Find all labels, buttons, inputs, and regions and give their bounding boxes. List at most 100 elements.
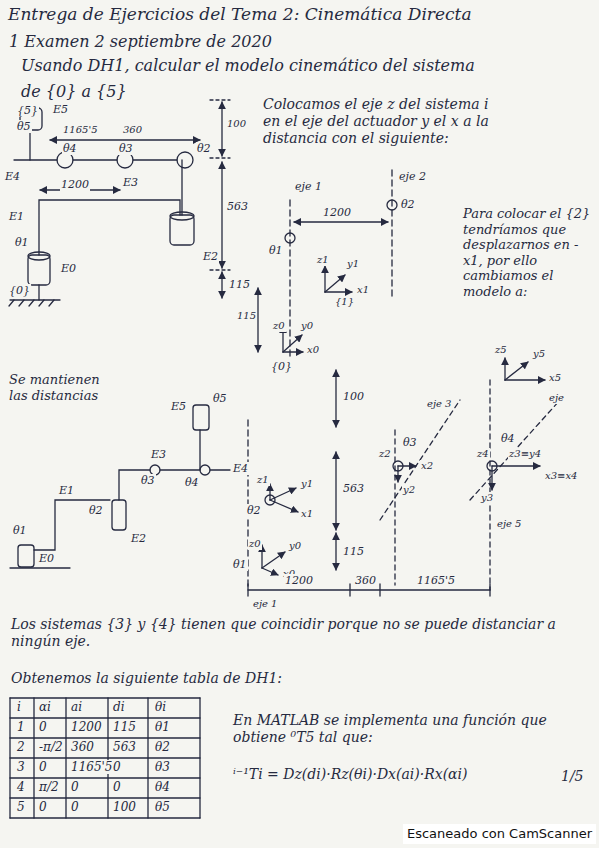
- table-cell: 0: [38, 720, 48, 734]
- handwritten-label: θ1: [268, 244, 284, 257]
- handwritten-label: eje 3: [426, 398, 452, 410]
- frames-sketch-1: [258, 170, 397, 360]
- handwritten-label: θ3: [402, 436, 418, 449]
- handwritten-label: E2: [130, 532, 147, 545]
- handwritten-label: E1: [8, 210, 25, 223]
- handwritten-label: y0: [300, 320, 314, 332]
- table-cell: 0: [38, 800, 48, 814]
- handwritten-label: eje 1: [252, 598, 278, 610]
- handwritten-label: y5: [532, 348, 546, 360]
- handwritten-label: x3≡x4: [544, 470, 578, 482]
- table-cell: 1165'5: [70, 760, 113, 774]
- page-title: Entrega de Ejercicios del Tema 2: Cinemá…: [8, 4, 472, 24]
- handwritten-label: z0: [272, 320, 286, 332]
- handwritten-label: y2: [402, 484, 416, 496]
- handwritten-label: E3: [150, 448, 167, 461]
- handwritten-label: z3≡y4: [508, 448, 542, 460]
- table-cell: 0: [38, 760, 48, 774]
- handwritten-label: Colocamos el eje z del sistema i en el e…: [262, 96, 494, 146]
- table-cell: 1: [16, 720, 26, 734]
- handwritten-label: θ2: [196, 142, 212, 155]
- table-cell: θ1: [154, 720, 171, 734]
- handwritten-label: 1165'5: [416, 574, 456, 587]
- handwritten-label: z2: [378, 448, 392, 460]
- handwritten-label: θ3: [118, 142, 134, 155]
- handwritten-label: z0: [248, 538, 262, 550]
- table-cell: θi: [154, 700, 167, 714]
- handwritten-label: x2: [420, 460, 434, 472]
- handwritten-label: 360: [354, 574, 377, 587]
- table-cell: π/2: [38, 780, 60, 794]
- table-cell: 563: [112, 740, 137, 754]
- table-cell: 115: [112, 720, 137, 734]
- handwritten-label: y1: [300, 478, 314, 490]
- handwritten-label: z4: [476, 448, 490, 460]
- handwritten-label: E4: [4, 170, 21, 183]
- handwritten-label: Para colocar el {2} tendríamos que despl…: [462, 206, 596, 300]
- table-cell: ai: [70, 700, 83, 714]
- handwritten-label: E2: [202, 250, 219, 263]
- handwritten-label: E5: [52, 103, 69, 116]
- handwritten-label: θ4: [500, 432, 516, 445]
- handwritten-label: 100: [342, 390, 365, 403]
- table-cell: 2: [16, 740, 26, 754]
- robot-sketch-2: [10, 405, 230, 568]
- scanner-watermark: Escaneado con CamScanner: [403, 824, 596, 844]
- table-cell: 0: [70, 780, 80, 794]
- robot-sketch-1: [9, 100, 230, 306]
- handwritten-label: z1: [256, 474, 270, 486]
- handwritten-label: y0: [288, 540, 302, 552]
- table-cell: 5: [16, 800, 26, 814]
- handwritten-label: θ2: [246, 504, 262, 517]
- handwritten-label: eje 1: [294, 180, 323, 193]
- handwritten-label: {0}: [270, 360, 293, 373]
- handwritten-label: θ5: [16, 120, 32, 133]
- handwritten-label: θ1: [12, 524, 28, 537]
- table-cell: 360: [70, 740, 95, 754]
- table-cell: 3: [16, 760, 26, 774]
- handwritten-label: 115: [342, 545, 365, 558]
- handwritten-label: z1: [316, 254, 330, 266]
- handwritten-label: x5: [548, 372, 562, 384]
- handwritten-label: eje 5: [496, 518, 522, 530]
- table-cell: di: [112, 700, 126, 714]
- handwritten-label: x1: [300, 508, 314, 520]
- handwritten-label: Se mantienen las distancias: [8, 372, 105, 403]
- handwritten-label: 1 Examen 2 septiembre de 2020: [8, 32, 273, 51]
- dh-table-grid: [10, 698, 200, 818]
- handwritten-label: 1/5: [560, 768, 585, 785]
- table-cell: θ2: [154, 740, 171, 754]
- handwritten-label: Usando DH1, calcular el modelo cinemátic…: [20, 56, 476, 75]
- handwritten-label: Los sistemas {3} y {4} tienen que coinci…: [10, 616, 592, 650]
- table-cell: 0: [112, 780, 122, 794]
- handwritten-label: 1200: [322, 206, 352, 219]
- handwritten-label: 100: [226, 118, 247, 130]
- handwritten-label: 563: [226, 200, 249, 213]
- handwritten-label: θ2: [400, 198, 416, 211]
- handwritten-label: {0}: [8, 284, 31, 297]
- table-cell: Obtenemos la siguiente tabla de DH1:: [10, 670, 283, 687]
- handwritten-label: θ4: [184, 476, 200, 489]
- handwritten-label: θ1: [232, 558, 248, 571]
- handwritten-label: θ3: [140, 474, 156, 487]
- table-cell: 4: [16, 780, 26, 794]
- handwritten-label: E5: [170, 400, 187, 413]
- table-cell: 0: [70, 800, 80, 814]
- handwritten-label: y1: [346, 258, 360, 270]
- handwritten-label: 360: [122, 124, 143, 136]
- handwritten-label: 563: [342, 482, 365, 495]
- handwritten-label: θ4: [62, 142, 78, 155]
- handwritten-label: {1}: [334, 296, 355, 308]
- handwritten-label: 1165'5: [62, 124, 99, 136]
- handwritten-label: E4: [232, 462, 249, 475]
- table-cell: 100: [112, 800, 137, 814]
- handwritten-label: x1: [356, 284, 370, 296]
- frames-sketch-2: [248, 358, 560, 596]
- handwritten-label: θ1: [14, 236, 30, 249]
- handwritten-label: z5: [494, 344, 508, 356]
- handwritten-label: E3: [122, 176, 139, 189]
- handwritten-label: eje 2: [398, 170, 427, 183]
- handwritten-label: E1: [58, 484, 75, 497]
- handwritten-label: de {0} a {5}: [20, 82, 128, 101]
- handwritten-label: E0: [60, 262, 77, 275]
